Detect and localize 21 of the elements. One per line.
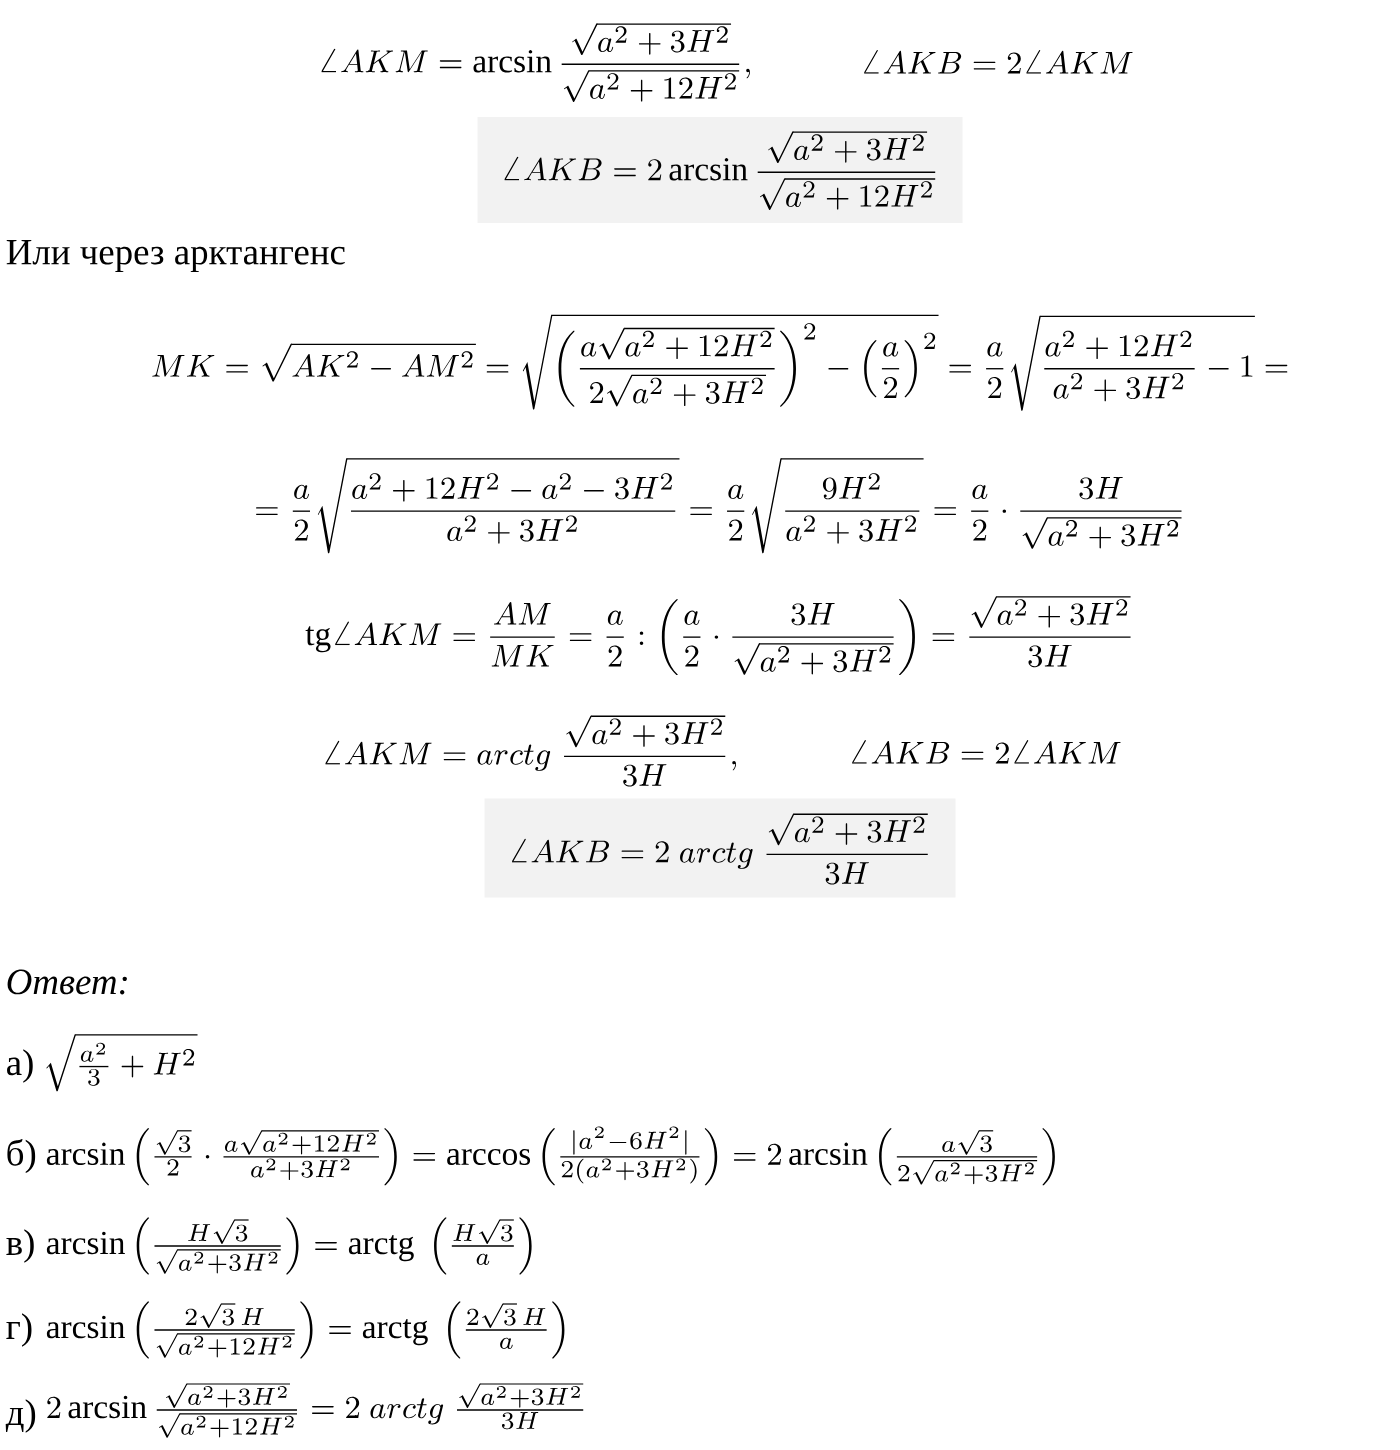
- item-letter: б): [7, 1138, 36, 1174]
- item-letter: а): [7, 1049, 33, 1083]
- highlight-box: $\angle AKB = 2\ arctg\ \frac{\sqrt{a^2+3H^2}}{3H}$: [484, 798, 956, 898]
- formula: $\sqrt{\frac{a^2}{3}+H^2}$: [46, 1034, 198, 1092]
- highlight-box: $\angle AKB = 2\arcsin\frac{\sqrt{a^2+3H^2}}{\sqrt{a^2+12H^2}}$: [477, 117, 963, 223]
- formula: $\mathrm{tg}\angle AKM=\frac{AM}{MK}=\frac{a}{2}:\left(\frac{a}{2}\cdot\frac{3H}{\sqrt{a^2+3H^2}}\right)=\frac{\sqrt{a^2+3H^2}}{3H}$: [305, 596, 1131, 676]
- formula: $\angle AKB = 2\angle AKM$: [852, 740, 1121, 764]
- item-letter: д): [5, 1399, 36, 1433]
- formula: $\angle AKB = 2\angle AKM$: [864, 50, 1133, 74]
- formula: $\angle AKM = \arcsin\frac{\sqrt{a^2+3H^2}}{\sqrt{a^2+12H^2}},$: [321, 23, 750, 102]
- formula: $\angle AKM = arctg\ \frac{\sqrt{a^2+3H^2}}{3H},$: [325, 715, 737, 787]
- formula: $MK=\sqrt{AK^2-AM^2}=\sqrt{\biggl(\frac{a\sqrt{a^2+12H^2}}{2\sqrt{a^2+3H^2}}\biggr)^2-\left(\frac{a}{2}\right)^2}=\frac{a}{2}\sqrt{\frac{a^2+12H^2}{a^2+3H^2}-1}=$: [152, 314, 1288, 411]
- formula: $\arcsin\left(\frac{H\sqrt{3}}{\sqrt{a^2+3H^2}}\right)=\mathrm{arctg}\ \left(\frac{H\sqrt{3}}{a}\right)$: [46, 1217, 532, 1275]
- item-letter: в): [6, 1229, 34, 1263]
- text-line: Или через арктангенс: [6, 240, 345, 272]
- item-letter: г): [6, 1313, 32, 1347]
- formula: $\arcsin\left(\frac{\sqrt{3}}{2}\cdot\frac{a\sqrt{a^2+12H^2}}{a^2+3H^2}\right)=\arccos\left(\frac{|a^2-6H^2|}{2(a^2+3H^2)}\right)=2\arcsin\left(\frac{a\sqrt{3}}{2\sqrt{a^2+3H^2}}\right)$: [46, 1126, 1055, 1186]
- formula: $\arcsin\left(\frac{2\sqrt{3}\,H}{\sqrt{a^2+12H^2}}\right)=\mathrm{arctg}\ \left(\frac{2\sqrt{3}\,H}{a}\right)$: [46, 1301, 565, 1359]
- formula: $=\frac{a}{2}\sqrt{\frac{a^2+12H^2-a^2-3H^2}{a^2+3H^2}}=\frac{a}{2}\sqrt{\frac{9H^2}{a^2+3H^2}}=\frac{a}{2}\cdot\frac{3H}{\sqrt{a^2+3H^2}}$: [256, 458, 1182, 554]
- answer-heading: Ответ:: [7, 969, 127, 995]
- formula: $2\arcsin\frac{\sqrt{a^2+3H^2}}{\sqrt{a^2+12H^2}}=2\ arctg\ \frac{\sqrt{a^2+3H^2}}{3H}$: [47, 1383, 584, 1438]
